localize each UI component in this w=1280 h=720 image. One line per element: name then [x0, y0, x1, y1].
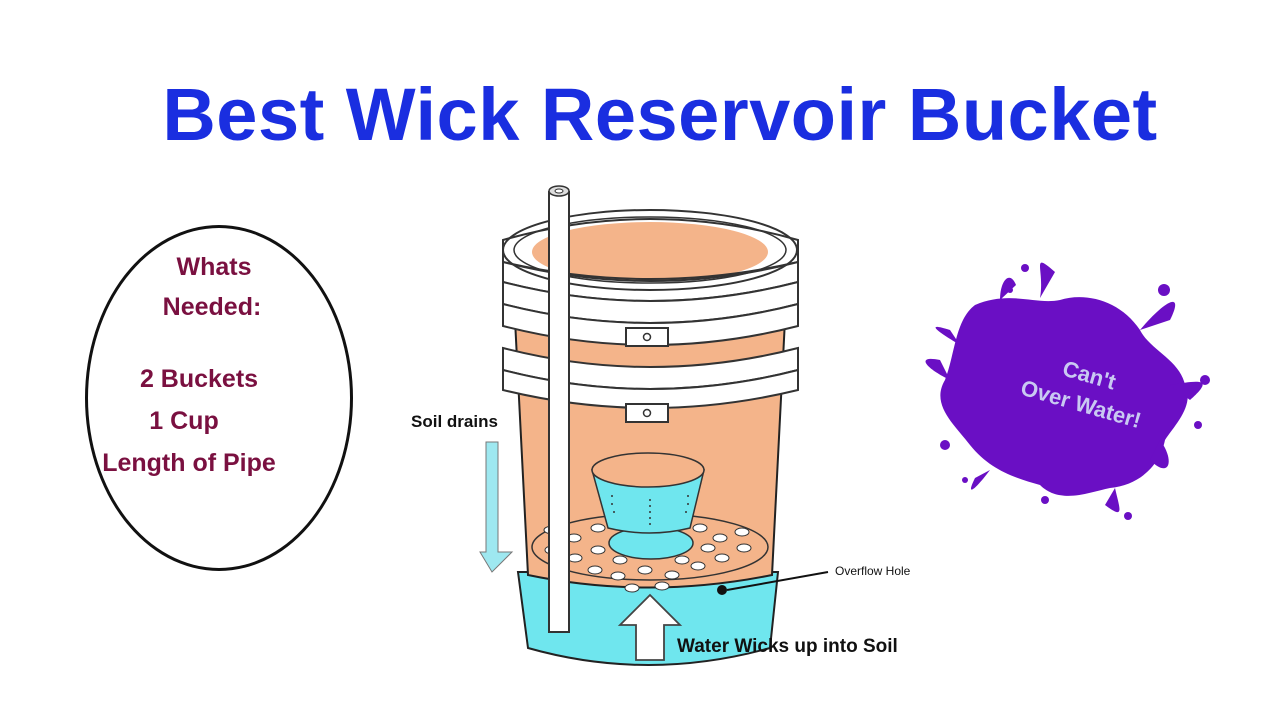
page-title: Best Wick Reservoir Bucket [162, 73, 1158, 156]
materials-list: 2 Buckets 1 Cup Length of Pipe [85, 358, 353, 484]
top-rim [502, 209, 798, 291]
materials-oval [85, 225, 353, 571]
water-wicks-label: Water Wicks up into Soil [677, 636, 898, 657]
wick-cup [591, 469, 705, 534]
soil-drains-label: Soil drains [411, 412, 498, 431]
soil-drains-arrow [479, 441, 514, 573]
materials-item: 2 Buckets [139, 365, 259, 393]
materials-heading-line1: Whats [176, 253, 252, 281]
overflow-hole-dot [717, 585, 727, 595]
materials-item: 1 Cup [149, 407, 219, 435]
overflow-hole-label: Overflow Hole [835, 564, 911, 578]
splat-shape [925, 262, 1210, 520]
fill-pipe [548, 191, 570, 633]
wicks-up-arrow [617, 593, 683, 661]
bucket-rims [502, 218, 799, 409]
overflow-leader-line [726, 571, 829, 591]
materials-item: Length of Pipe [102, 449, 276, 477]
materials-heading-line2: Needed: [162, 293, 262, 321]
drain-holes [543, 523, 752, 593]
soil-surface [532, 222, 768, 282]
handle-clip [625, 403, 669, 423]
handle-clip [625, 327, 669, 347]
